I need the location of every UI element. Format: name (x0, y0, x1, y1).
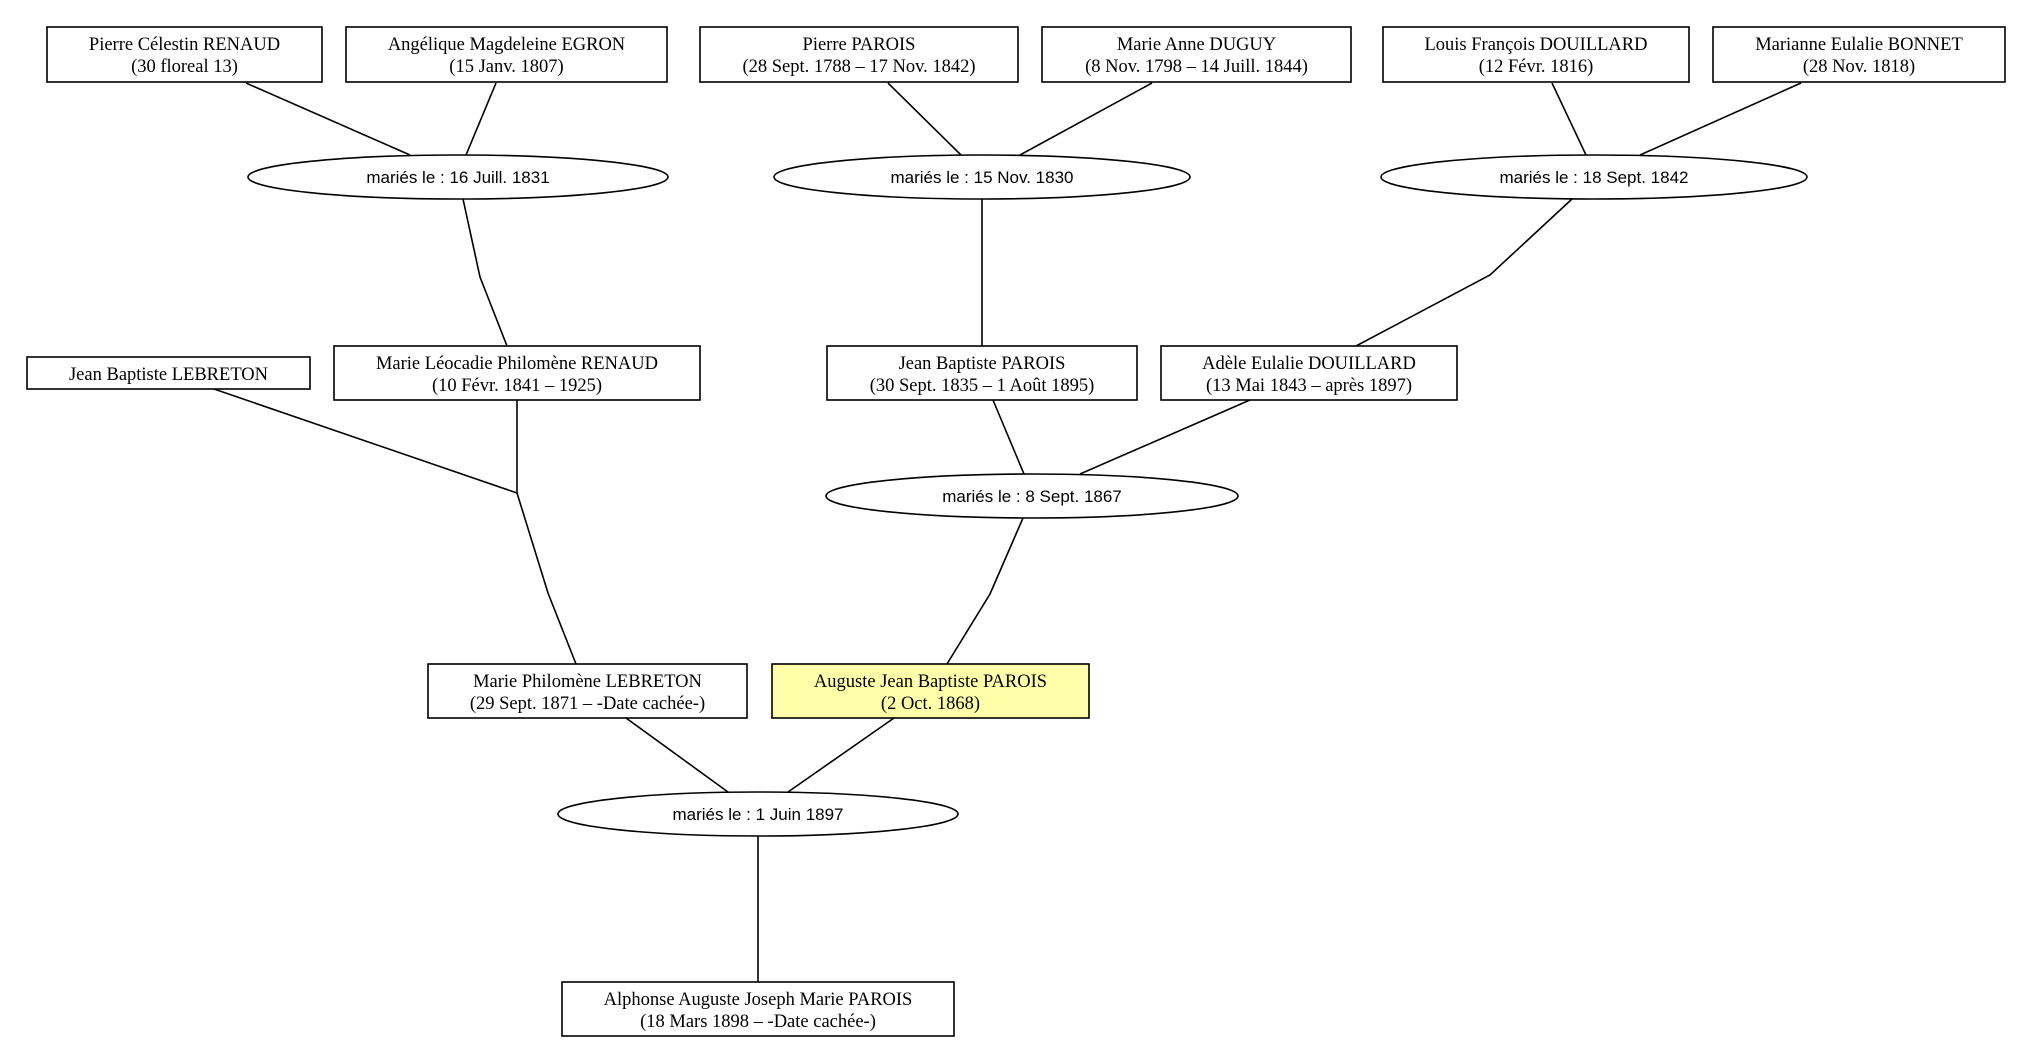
edge-lebreton-marie-to-m1897 (625, 717, 729, 793)
person-name: Auguste Jean Baptiste PAROIS (814, 672, 1047, 692)
person-box-adele-eulalie-douillard[interactable]: Adèle Eulalie DOUILLARD (13 Mai 1843 – a… (1160, 345, 1458, 401)
person-dates: (10 Févr. 1841 – 1925) (432, 376, 602, 396)
marriage-node-1830[interactable]: mariés le : 15 Nov. 1830 (773, 154, 1191, 200)
person-name: Marie Anne DUGUY (1117, 35, 1276, 55)
marriage-node-1897[interactable]: mariés le : 1 Juin 1897 (557, 791, 959, 837)
person-box-pierre-parois[interactable]: Pierre PAROIS (28 Sept. 1788 – 17 Nov. 1… (699, 26, 1019, 83)
person-name: Marie Philomène LEBRETON (473, 672, 702, 692)
person-dates: (8 Nov. 1798 – 14 Juill. 1844) (1085, 57, 1308, 77)
person-dates: (15 Janv. 1807) (449, 57, 563, 77)
person-dates: (18 Mars 1898 – -Date cachée-) (640, 1012, 876, 1032)
person-name: Jean Baptiste LEBRETON (69, 365, 268, 385)
edge-douillard-louis-to-m1842 (1551, 82, 1587, 156)
edge-egron-to-m1831 (465, 82, 497, 156)
person-dates: (12 Févr. 1816) (1479, 57, 1594, 77)
person-box-auguste-jean-baptiste-parois[interactable]: Auguste Jean Baptiste PAROIS (2 Oct. 186… (771, 663, 1090, 719)
edge-douillard-adele-to-m1867 (1079, 399, 1251, 475)
person-dates: (13 Mai 1843 – après 1897) (1206, 376, 1412, 396)
marriage-label: mariés le : 8 Sept. 1867 (942, 487, 1122, 506)
person-box-marie-philomene-lebreton[interactable]: Marie Philomène LEBRETON (29 Sept. 1871 … (427, 663, 748, 719)
person-dates: (28 Sept. 1788 – 17 Nov. 1842) (742, 57, 975, 77)
edge-m1842-to-douillard-adele (1355, 198, 1573, 347)
person-name: Angélique Magdeleine EGRON (388, 35, 625, 55)
edge-m1867-to-parois-auguste (946, 517, 1024, 665)
edge-renaud-pierre-to-m1831 (245, 82, 411, 156)
person-name: Marie Léocadie Philomène RENAUD (376, 354, 658, 374)
edge-junction-to-lebreton-marie (516, 492, 577, 665)
person-dates: (29 Sept. 1871 – -Date cachée-) (470, 694, 705, 714)
edge-parois-auguste-to-m1897 (787, 717, 895, 793)
person-name: Jean Baptiste PAROIS (899, 354, 1066, 374)
person-name: Marianne Eulalie BONNET (1755, 35, 1963, 55)
person-name: Pierre Célestin RENAUD (89, 35, 280, 55)
edge-m1831-to-renaud-marie (462, 198, 508, 347)
person-box-jean-baptiste-parois[interactable]: Jean Baptiste PAROIS (30 Sept. 1835 – 1 … (826, 345, 1138, 401)
person-name: Louis François DOUILLARD (1424, 35, 1647, 55)
person-dates: (30 Sept. 1835 – 1 Août 1895) (870, 376, 1095, 396)
person-box-louis-francois-douillard[interactable]: Louis François DOUILLARD (12 Févr. 1816) (1382, 26, 1690, 83)
person-box-pierre-celestin-renaud[interactable]: Pierre Célestin RENAUD (30 floreal 13) (46, 26, 323, 83)
marriage-label: mariés le : 16 Juill. 1831 (366, 168, 549, 187)
marriage-node-1867[interactable]: mariés le : 8 Sept. 1867 (825, 473, 1239, 519)
person-dates: (30 floreal 13) (131, 57, 238, 77)
edge-duguy-to-m1830 (1019, 82, 1153, 156)
person-dates: (2 Oct. 1868) (881, 694, 980, 714)
person-box-jean-baptiste-lebreton[interactable]: Jean Baptiste LEBRETON (26, 356, 311, 390)
marriage-label: mariés le : 1 Juin 1897 (672, 805, 843, 824)
edge-bonnet-to-m1842 (1639, 82, 1802, 156)
edge-parois-jb-to-m1867 (992, 399, 1025, 475)
person-box-alphonse-auguste-joseph-marie-parois[interactable]: Alphonse Auguste Joseph Marie PAROIS (18… (561, 981, 955, 1037)
tree-edges (213, 82, 1802, 982)
person-name: Pierre PAROIS (803, 35, 916, 55)
marriage-label: mariés le : 18 Sept. 1842 (1499, 168, 1688, 187)
person-box-marie-anne-duguy[interactable]: Marie Anne DUGUY (8 Nov. 1798 – 14 Juill… (1041, 26, 1352, 83)
marriage-node-1842[interactable]: mariés le : 18 Sept. 1842 (1380, 154, 1808, 200)
person-name: Adèle Eulalie DOUILLARD (1202, 354, 1416, 374)
person-box-angelique-magdeleine-egron[interactable]: Angélique Magdeleine EGRON (15 Janv. 180… (345, 26, 668, 83)
edge-lebreton-jb-to-junction (213, 388, 518, 494)
person-dates: (28 Nov. 1818) (1803, 57, 1915, 77)
person-box-marie-leocadie-philomene-renaud[interactable]: Marie Léocadie Philomène RENAUD (10 Févr… (333, 345, 701, 401)
person-name: Alphonse Auguste Joseph Marie PAROIS (604, 990, 913, 1010)
marriage-label: mariés le : 15 Nov. 1830 (891, 168, 1074, 187)
person-box-marianne-eulalie-bonnet[interactable]: Marianne Eulalie BONNET (28 Nov. 1818) (1712, 26, 2006, 83)
edge-parois-pierre-to-m1830 (887, 82, 962, 156)
marriage-node-1831[interactable]: mariés le : 16 Juill. 1831 (247, 154, 669, 200)
